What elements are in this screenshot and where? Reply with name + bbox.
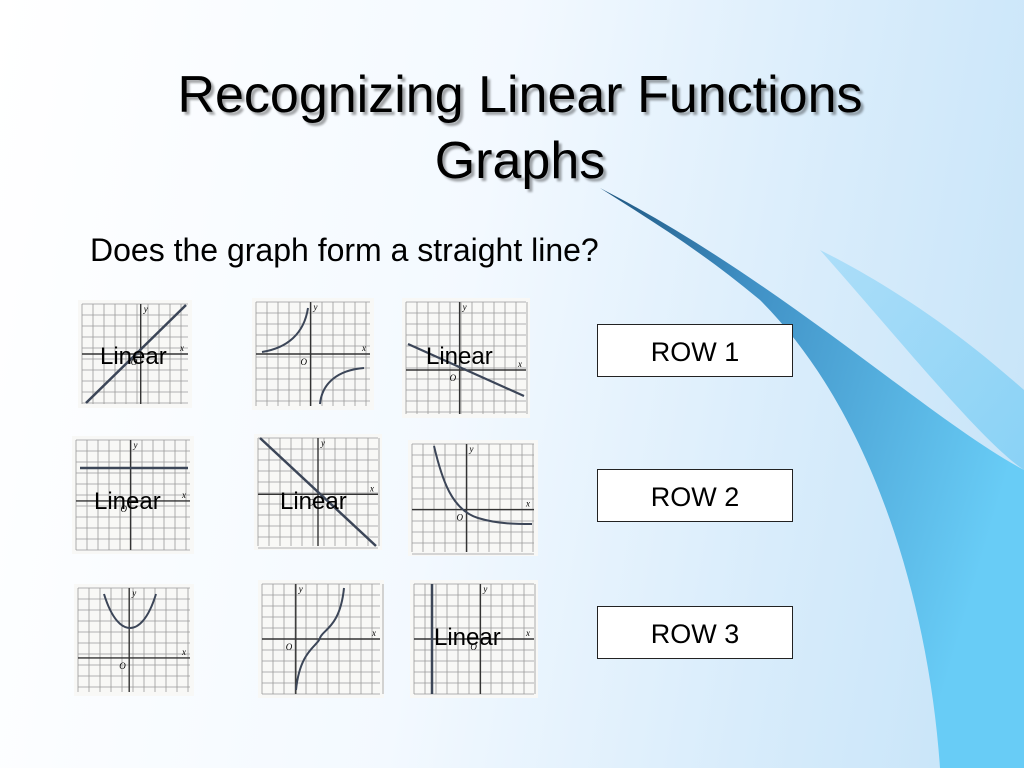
svg-text:O: O <box>308 497 315 507</box>
svg-text:O: O <box>286 642 293 652</box>
svg-text:y: y <box>131 588 136 598</box>
svg-text:y: y <box>482 584 487 594</box>
svg-text:x: x <box>181 490 186 500</box>
slide-title: Recognizing Linear Functions Graphs <box>60 62 980 194</box>
svg-text:O: O <box>470 642 477 652</box>
row-3-box: ROW 3 <box>597 606 793 659</box>
svg-text:O: O <box>131 357 138 367</box>
svg-text:O: O <box>119 661 126 671</box>
svg-text:x: x <box>525 499 530 509</box>
svg-text:y: y <box>313 302 318 312</box>
svg-text:y: y <box>143 304 148 314</box>
svg-text:x: x <box>525 628 530 638</box>
title-line-1: Recognizing Linear Functions <box>177 66 863 124</box>
row-2-box: ROW 2 <box>597 469 793 522</box>
svg-text:x: x <box>361 343 366 353</box>
linear-label-r1c3: Linear <box>426 343 493 370</box>
svg-text:y: y <box>320 438 325 448</box>
row-1-box: ROW 1 <box>597 324 793 377</box>
svg-text:x: x <box>369 483 374 493</box>
svg-text:y: y <box>298 584 303 594</box>
linear-label-r1c1: Linear <box>100 343 167 370</box>
svg-text:y: y <box>462 302 467 312</box>
svg-text:y: y <box>469 444 474 454</box>
svg-text:x: x <box>371 628 376 638</box>
svg-text:O: O <box>450 373 457 383</box>
svg-text:x: x <box>179 343 184 353</box>
svg-text:O: O <box>457 513 464 523</box>
svg-text:O: O <box>121 504 128 514</box>
svg-text:y: y <box>133 440 138 450</box>
svg-text:x: x <box>517 359 522 369</box>
linear-label-r2c2: Linear <box>280 488 347 515</box>
linear-label-r3c3: Linear <box>434 624 501 651</box>
title-line-2: Graphs <box>434 132 606 190</box>
svg-text:x: x <box>181 647 186 657</box>
question-text: Does the graph form a straight line? <box>90 232 599 268</box>
linear-label-r2c1: Linear <box>94 488 161 515</box>
svg-text:O: O <box>301 357 308 367</box>
